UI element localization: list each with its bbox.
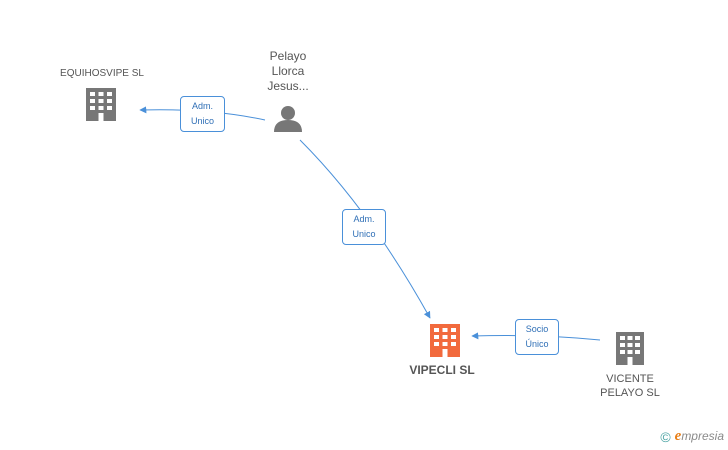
vipecli-building-icon[interactable] [430,324,460,357]
vicente-label[interactable]: VICENTE PELAYO SL [580,372,680,400]
vicente-label-line-2: PELAYO SL [600,387,660,399]
pelayo-label-line-1: Pelayo [269,49,307,63]
edge-label-line-2: Único [525,339,549,349]
empresia-watermark: © empresia [660,428,724,445]
pelayo-label-line-2: Llorca [271,64,305,78]
edge-label-pelayo-vipecli[interactable]: Adm. Unico [342,209,386,245]
pelayo-label-line-3: Jesus... [267,79,309,93]
brand-logo: empresia [674,428,724,444]
equihosvipe-building-icon[interactable] [86,88,116,121]
edge-label-pelayo-equihosvipe[interactable]: Adm. Unico [180,96,225,132]
edge-label-line-2: Unico [352,229,376,239]
vipecli-label[interactable]: VIPECLI SL [409,363,475,377]
pelayo-person-icon[interactable] [274,106,302,132]
edge-label-vicente-vipecli[interactable]: Socio Único [515,319,559,355]
edge-label-line-1: Adm. [191,101,213,111]
copyright-icon: © [660,428,671,445]
vicente-building-icon[interactable] [616,332,644,365]
equihosvipe-label[interactable]: EQUIHOSVIPE SL [60,68,144,79]
edge-label-line-1: Socio [525,324,549,334]
edge-label-line-2: Unico [190,116,214,126]
vicente-label-line-1: VICENTE [606,373,654,385]
pelayo-label[interactable]: Pelayo Llorca Jesus... [238,49,338,94]
edge-label-line-1: Adm. [353,214,375,224]
